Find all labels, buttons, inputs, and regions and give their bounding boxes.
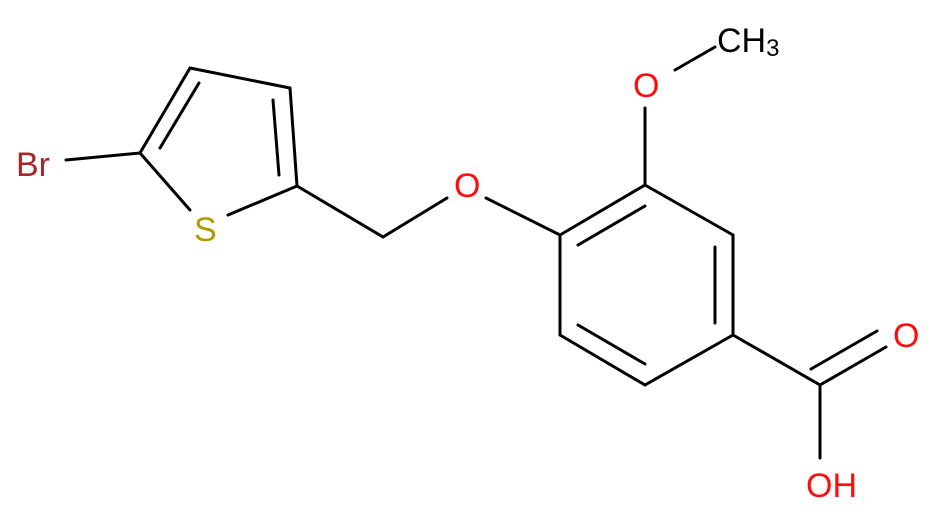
bond-thiophene-inner xyxy=(158,81,201,150)
bond-thiophene xyxy=(288,86,299,188)
bond-c-double-o-inner xyxy=(809,329,879,371)
bond-benzene-inner xyxy=(576,204,647,247)
atom-labels: Br S O O CH3 O OH xyxy=(16,22,919,505)
bond-thiophene xyxy=(138,151,192,212)
atom-sulfur: S xyxy=(194,211,217,249)
atom-carbonyl-oxygen: O xyxy=(893,317,919,355)
bond-benzene xyxy=(643,333,735,387)
atom-bromine: Br xyxy=(16,146,50,184)
bond-c-ch2 xyxy=(295,184,385,239)
bond-c-double-o xyxy=(818,345,888,387)
atom-methoxy-oxygen: O xyxy=(633,67,659,105)
bond-benzene xyxy=(643,183,735,237)
bond-thiophene xyxy=(138,66,192,155)
bond-br-c xyxy=(64,151,142,162)
bond-o-ch3 xyxy=(673,45,717,72)
bond-thiophene xyxy=(188,66,292,90)
atom-hydroxyl: OH xyxy=(806,467,857,505)
bonds xyxy=(64,45,888,460)
bond-benzene xyxy=(558,183,647,237)
bond-ring-cooh xyxy=(731,333,822,387)
bond-ch2-o xyxy=(381,196,449,239)
bond-o-ring xyxy=(484,196,562,237)
bond-benzene-inner xyxy=(576,323,647,366)
bond-thiophene xyxy=(226,184,299,217)
bond-thiophene-inner xyxy=(271,98,281,177)
atom-methyl: CH3 xyxy=(717,22,779,62)
atom-ether-oxygen: O xyxy=(454,167,480,205)
bond-benzene xyxy=(558,333,647,387)
